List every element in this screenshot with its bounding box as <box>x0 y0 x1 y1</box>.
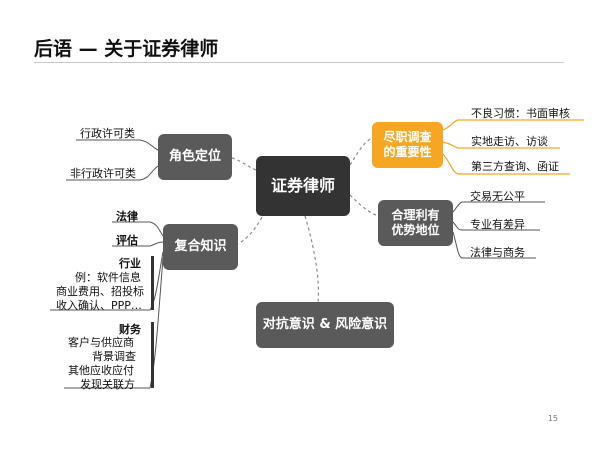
title-divider <box>34 62 564 63</box>
knowledge-finance-heading: 财务 <box>119 323 141 336</box>
knowledge-industry-line-2: 收入确认、PPP… <box>56 299 142 312</box>
connector-knowledge-industry <box>50 251 164 311</box>
connector-diligence-item-0 <box>442 119 584 131</box>
knowledge-valuation: 评估 <box>116 234 138 247</box>
knowledge-node: 复合知识 <box>163 224 238 270</box>
knowledge-finance-line-2: 其他应收应付 <box>68 364 134 377</box>
knowledge-finance-line-1: 背景调查 <box>92 350 136 363</box>
connector-knowledge-valuation <box>112 241 164 247</box>
connector-diligence-item-2 <box>442 153 570 175</box>
knowledge-industry-bar <box>151 256 154 310</box>
connector-knowledge-law <box>112 221 164 237</box>
diligence-label: 尽职调查的重要性 <box>383 130 432 159</box>
knowledge-law: 法律 <box>116 210 138 223</box>
advantage-node: 合理利有优势地位 <box>378 200 453 246</box>
diligence-item-1: 实地走访、访谈 <box>471 135 548 148</box>
advantage-item-2: 法律与商务 <box>470 246 525 259</box>
connector-knowledge-finance <box>64 257 164 389</box>
connector-center-advantage <box>349 194 379 217</box>
page-title: 后语 — 关于证券律师 <box>34 38 219 60</box>
connector-center-role <box>231 157 257 171</box>
connector-role-item-1 <box>66 165 159 181</box>
connector-role-item-0 <box>76 139 159 151</box>
knowledge-industry-line-0: 例：软件信息 <box>75 271 141 284</box>
knowledge-finance-line-3: 发现关联方 <box>80 378 135 391</box>
connector-center-diligence <box>349 137 373 166</box>
connector-advantage-item-0 <box>452 201 545 213</box>
knowledge-finance-bar <box>151 322 154 388</box>
connector-center-knowledge <box>237 211 266 245</box>
role-node: 角色定位 <box>158 134 232 180</box>
knowledge-finance-line-0: 客户与供应商 <box>68 336 134 349</box>
advantage-label: 合理利有优势地位 <box>391 208 440 237</box>
role-item-0: 行政许可类 <box>80 127 135 140</box>
connector-center-adversarial <box>304 215 319 303</box>
advantage-item-0: 交易无公平 <box>470 190 525 203</box>
connector-advantage-item-1 <box>452 221 540 231</box>
connector-advantage-item-2 <box>452 231 536 259</box>
knowledge-industry-line-1: 商业费用、招投标 <box>56 285 144 298</box>
advantage-item-1: 专业有差异 <box>470 218 525 231</box>
adversarial-node: 对抗意识 & 风险意识 <box>256 302 394 348</box>
diligence-item-0: 不良习惯：书面审核 <box>471 107 570 120</box>
diligence-item-2: 第三方查询、函证 <box>471 160 559 173</box>
connector-diligence-item-1 <box>442 141 560 149</box>
page-number: 15 <box>547 414 558 423</box>
role-item-1: 非行政许可类 <box>70 167 136 180</box>
knowledge-industry-heading: 行业 <box>119 257 141 270</box>
center-node: 证券律师 <box>256 156 350 216</box>
diligence-node: 尽职调查的重要性 <box>372 122 443 168</box>
